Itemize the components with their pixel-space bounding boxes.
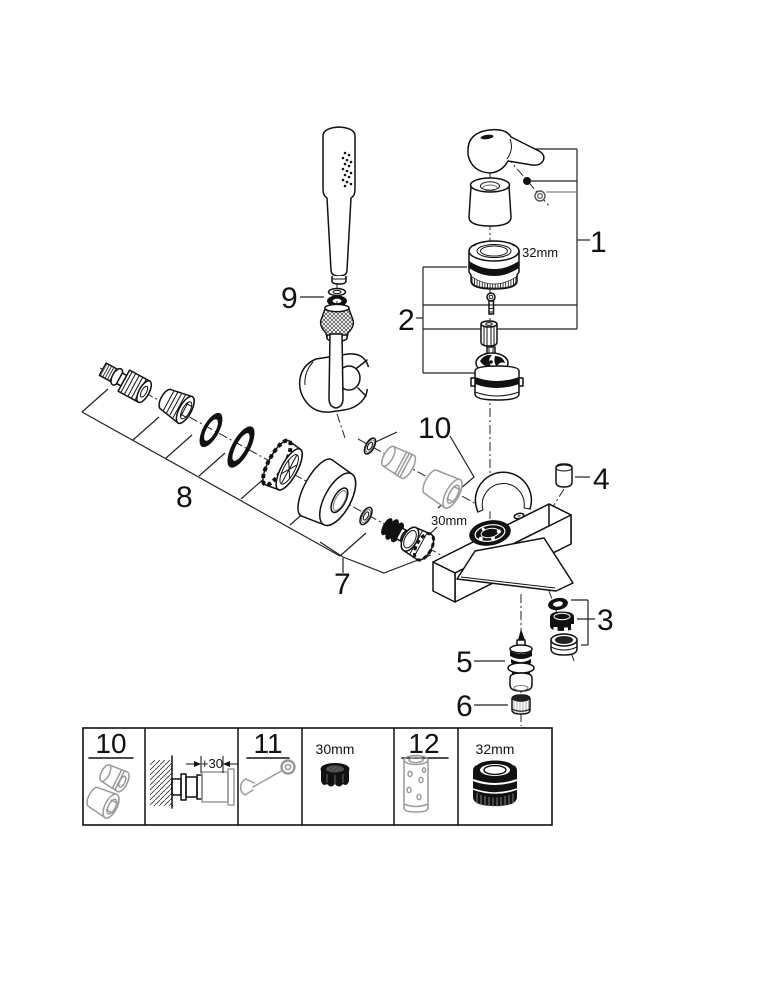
label-30mm: 30mm (431, 513, 467, 528)
faucet-body (432, 471, 574, 603)
o-ring-large-b (227, 426, 255, 468)
adjusting-nut (480, 320, 498, 347)
shower-o-ring (327, 295, 347, 307)
ring-nut-32mm-icon (472, 758, 518, 807)
shower-washer (327, 287, 347, 297)
mousseur-sleeve (550, 633, 578, 656)
legend-cell-wrench: 11 (239, 728, 296, 796)
legend-label-30mm: 30mm (316, 741, 355, 757)
lever-handle (467, 128, 545, 174)
callout-5: 5 (456, 646, 473, 679)
callout-7: 7 (334, 568, 351, 601)
plug-screw-cover (555, 463, 573, 488)
callout-labels: 1 2 3 4 5 6 7 8 9 10 32mm 30mm (176, 226, 614, 723)
extension-washer (363, 437, 377, 455)
screw-ferrule (534, 190, 546, 202)
legend-cell-sleeve: 12 (401, 728, 449, 813)
s-union-nipple (98, 362, 153, 404)
callout-8: 8 (176, 481, 193, 514)
spray-face-dots (341, 151, 353, 188)
ring-nut-32mm (468, 240, 520, 290)
spout-o-ring (548, 597, 568, 611)
sleeve-icon (403, 754, 429, 813)
callout-brackets (81, 148, 595, 706)
callout-9: 9 (281, 282, 298, 315)
extension-socket (422, 469, 463, 509)
shower-hose (328, 333, 344, 409)
legend-table: 10 (82, 727, 553, 826)
diverter-knob (511, 694, 531, 715)
legend-cell-nut-30mm: 30mm (316, 741, 355, 787)
legend-cell-wall-extension: +30 (150, 755, 238, 809)
legend-label-11: 11 (253, 728, 282, 759)
inlet-nut-30mm (400, 526, 436, 562)
callout-4: 4 (593, 463, 610, 496)
wall-union-nut (261, 438, 303, 491)
o-ring-large-a (199, 412, 223, 448)
legend-label-12: 12 (408, 728, 439, 759)
handle-fixing-screw (486, 292, 496, 315)
lever-screw (523, 177, 531, 185)
escutcheon (297, 458, 357, 527)
extension-body (381, 445, 417, 480)
cartridge (470, 346, 524, 401)
wrench-icon (239, 759, 296, 796)
label-32mm: 32mm (522, 245, 558, 260)
hand-shower (322, 126, 356, 285)
legend-label-32mm: 32mm (476, 741, 515, 757)
flow-straightener (550, 611, 574, 631)
diverter (507, 629, 535, 692)
callout-6: 6 (456, 690, 473, 723)
callout-3: 3 (597, 604, 614, 637)
callout-10: 10 (418, 412, 451, 445)
legend-cell-ring-nut-32mm: 32mm (472, 741, 518, 807)
callout-2: 2 (398, 304, 415, 337)
cap-sleeve (468, 177, 512, 227)
callout-1: 1 (590, 226, 607, 259)
legend-label-10: 10 (95, 728, 126, 759)
inlet-washer (359, 506, 373, 526)
union-adapter (158, 388, 195, 425)
legend-cell-extension-set: 10 (86, 728, 134, 819)
legend-label-plus30: +30 (201, 756, 223, 771)
nut-30mm-icon (320, 763, 350, 787)
